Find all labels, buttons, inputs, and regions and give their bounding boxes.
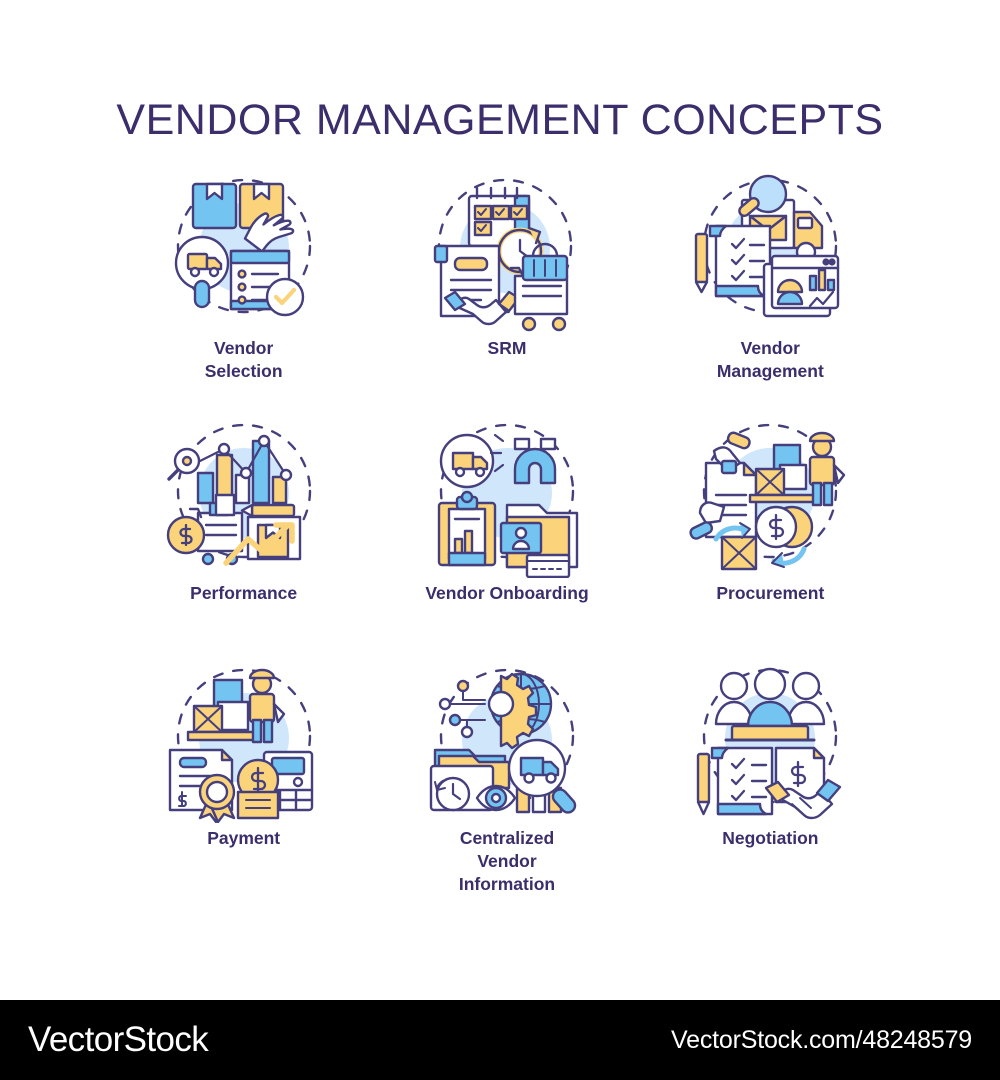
vendor-onboarding-icon xyxy=(417,413,597,578)
concept-negotiation[interactable]: Negotiation xyxy=(639,658,902,903)
vendor-management-icon xyxy=(680,168,860,333)
concept-vendor-management[interactable]: Vendor Management xyxy=(639,168,902,413)
concept-procurement[interactable]: Procurement xyxy=(639,413,902,658)
concept-srm[interactable]: SRM xyxy=(375,168,638,413)
concept-payment[interactable]: Payment xyxy=(112,658,375,903)
srm-icon xyxy=(417,168,597,333)
concept-label: Vendor Selection xyxy=(204,338,283,382)
concept-label: Vendor Management xyxy=(716,338,824,382)
vendor-selection-icon xyxy=(154,168,334,333)
concept-label: Payment xyxy=(207,828,281,848)
concept-label: Procurement xyxy=(716,583,825,603)
vectorstock-logo: VectorStock xyxy=(28,1020,209,1059)
payment-icon xyxy=(154,658,334,823)
concept-label: Performance xyxy=(190,583,298,603)
performance-icon xyxy=(154,413,334,578)
concepts-grid: Vendor Selection xyxy=(112,168,902,903)
concept-performance[interactable]: Performance xyxy=(112,413,375,658)
concept-label: Centralized Vendor Information xyxy=(458,828,556,895)
concept-centralized-vendor-information[interactable]: Centralized Vendor Information xyxy=(375,658,638,903)
centralized-vendor-information-icon xyxy=(417,658,597,823)
footer-bar: VectorStock VectorStock.com/48248579 xyxy=(0,1000,1000,1080)
negotiation-icon xyxy=(680,658,860,823)
page-title: VENDOR MANAGEMENT CONCEPTS xyxy=(116,96,884,144)
concept-vendor-selection[interactable]: Vendor Selection xyxy=(112,168,375,413)
concept-label: SRM xyxy=(487,338,527,358)
concept-label: Negotiation xyxy=(722,828,819,848)
concept-label: Vendor Onboarding xyxy=(425,583,589,603)
procurement-icon xyxy=(680,413,860,578)
vectorstock-url: VectorStock.com/48248579 xyxy=(671,1025,972,1054)
concept-vendor-onboarding[interactable]: Vendor Onboarding xyxy=(375,413,638,658)
